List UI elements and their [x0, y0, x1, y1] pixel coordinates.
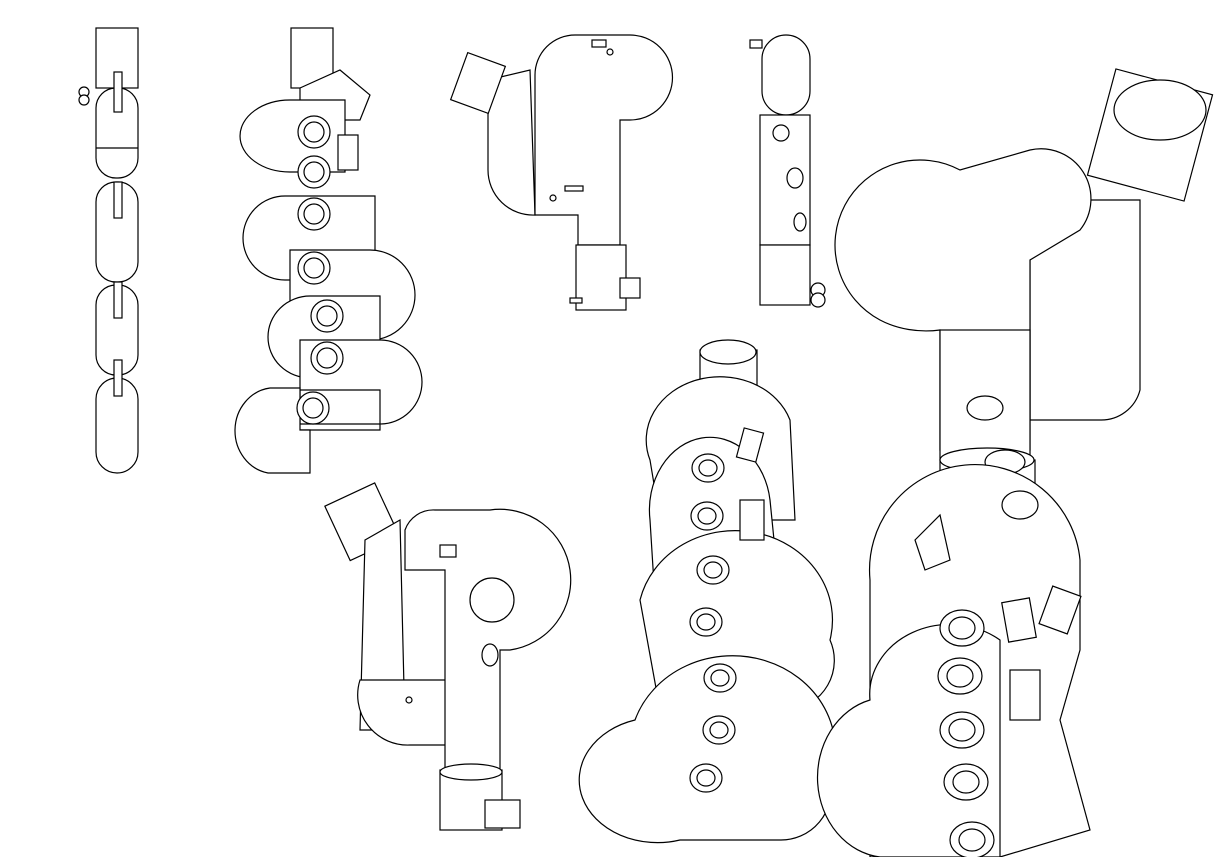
view-top	[449, 34, 674, 311]
port-rings-large	[937, 490, 1039, 857]
port-circles	[296, 115, 344, 425]
port-rings	[689, 453, 737, 793]
view-isometric-small	[324, 482, 572, 831]
view-isometric-large	[816, 68, 1214, 857]
view-front-ports	[234, 27, 423, 474]
view-side-narrow	[78, 27, 139, 474]
view-isometric-ports	[578, 339, 836, 844]
view-rear	[749, 34, 826, 308]
